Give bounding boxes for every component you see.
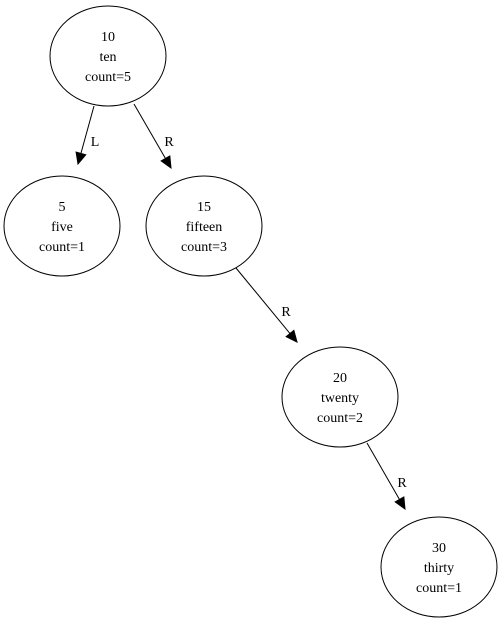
edge-label: R [164,135,174,150]
edge-n20-n30: R [366,442,407,511]
tree-node-5: 5 five count=1 [3,175,121,277]
arrowhead-icon [160,155,172,170]
node-ellipse [380,516,498,618]
edge-label: R [397,476,407,491]
node-ellipse [145,175,263,277]
node-word: twenty [321,391,359,406]
node-ellipse [49,5,167,107]
arrowhead-icon [75,151,87,166]
arrowhead-icon [285,329,298,343]
node-count: count=1 [39,240,85,255]
tree-node-10: 10 ten count=5 [49,5,167,107]
node-key: 5 [59,200,66,215]
node-key: 30 [432,541,446,556]
node-word: ten [99,50,116,65]
node-word: thirty [424,561,454,576]
node-ellipse [281,346,399,448]
node-count: count=3 [181,240,227,255]
edge-label: R [281,305,291,320]
arrowhead-icon [394,496,406,511]
node-count: count=1 [416,581,462,596]
edges-layer: L R R R [75,103,407,511]
edge-line [133,103,166,159]
node-count: count=2 [317,411,363,426]
edge-n10-n15: R [133,103,174,170]
node-key: 15 [197,200,211,215]
tree-node-20: 20 twenty count=2 [281,346,399,448]
node-key: 20 [333,371,347,386]
tree-node-30: 30 thirty count=1 [380,516,498,618]
nodes-layer: 10 ten count=5 5 five count=1 15 fifteen count=3… [3,5,498,618]
node-key: 10 [101,30,115,45]
edge-line [235,267,291,334]
edge-n10-n5: L [75,105,100,166]
edge-n15-n20: R [235,267,298,343]
node-ellipse [3,175,121,277]
edge-label: L [91,135,100,150]
node-count: count=5 [85,70,131,85]
node-word: fifteen [186,220,223,235]
tree-node-15: 15 fifteen count=3 [145,175,263,277]
edge-line [366,442,400,500]
node-word: five [51,220,73,235]
edge-line [80,105,95,154]
